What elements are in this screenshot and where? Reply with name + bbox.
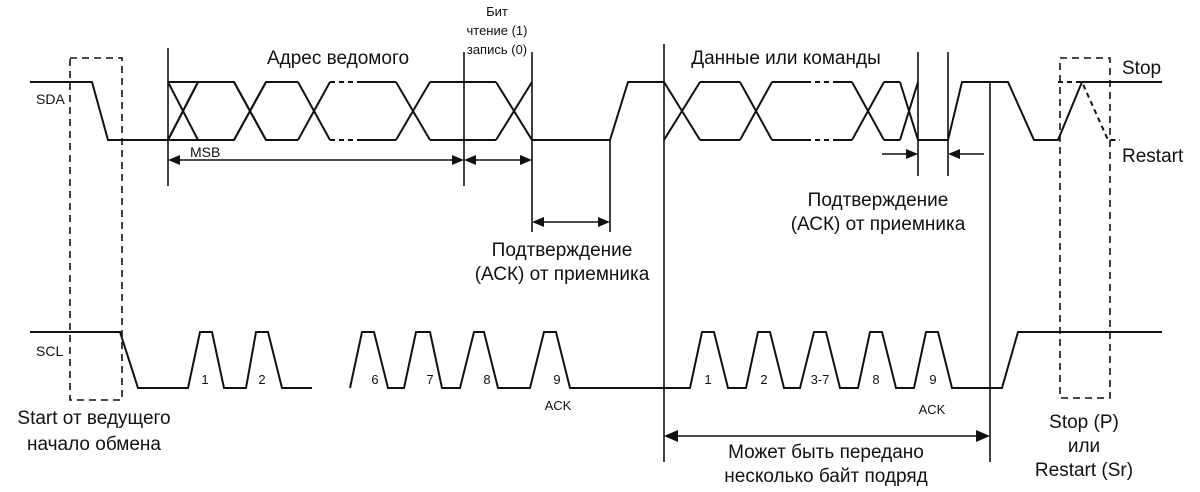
clock-pulse-numbers-1: 1 2 6 7 8 9 <box>201 372 560 387</box>
ack-clock-label-2: ACK <box>919 402 946 417</box>
pulse-number: 2 <box>258 372 265 387</box>
ack-receiver-label-2-line2: (АСК) от приемника <box>791 214 966 235</box>
pulse-number: 2 <box>760 372 767 387</box>
start-label-line1: Start от ведущего <box>17 408 170 429</box>
multi-byte-span-arrow <box>664 430 990 442</box>
address-label: Адрес ведомого <box>267 48 409 69</box>
clock-pulse-numbers-2: 1 2 3-7 8 9 <box>704 372 936 387</box>
multi-byte-label-line1: Может быть передано <box>728 442 924 463</box>
data-label: Данные или команды <box>691 48 880 69</box>
stop-restart-label-line1: Stop (P) <box>1049 412 1119 433</box>
rw-span-arrow <box>464 155 532 165</box>
multi-byte-label-line2: несколько байт подряд <box>724 466 927 487</box>
rw-bit-label-line2: чтение (1) <box>467 23 528 38</box>
rw-bit-label-line3: запись (0) <box>467 42 527 57</box>
pulse-number: 3-7 <box>811 372 830 387</box>
pulse-number: 1 <box>201 372 208 387</box>
pulse-number: 9 <box>553 372 560 387</box>
start-condition-box <box>69 57 123 401</box>
sda-signal-label: SDA <box>36 91 65 107</box>
rw-bit-label-line1: Бит <box>486 4 508 19</box>
ack-receiver-label-1-line2: (АСК) от приемника <box>475 264 650 285</box>
stop-condition-box <box>1059 57 1111 399</box>
pulse-number: 6 <box>371 372 378 387</box>
address-span-arrow <box>168 155 464 165</box>
stop-restart-label-line2: или <box>1068 436 1100 457</box>
pulse-number: 7 <box>426 372 433 387</box>
ack2-span-arrows <box>882 149 984 159</box>
stop-label: Stop <box>1122 58 1161 79</box>
sda-waveform <box>30 81 1162 141</box>
msb-label: MSB <box>190 144 220 160</box>
ack-receiver-label-1-line1: Подтверждение <box>492 240 633 261</box>
start-label-line2: начало обмена <box>27 434 161 455</box>
ack-receiver-label-2-line1: Подтверждение <box>808 190 949 211</box>
ack-clock-label-1: ACK <box>545 398 572 413</box>
restart-label: Restart <box>1122 146 1184 167</box>
pulse-number: 9 <box>929 372 936 387</box>
pulse-number: 8 <box>872 372 879 387</box>
stop-restart-label-line3: Restart (Sr) <box>1035 460 1133 481</box>
ack-span-arrow <box>532 217 610 227</box>
scl-waveform <box>30 331 1162 389</box>
scl-signal-label: SCL <box>36 343 63 359</box>
pulse-number: 8 <box>483 372 490 387</box>
pulse-number: 1 <box>704 372 711 387</box>
